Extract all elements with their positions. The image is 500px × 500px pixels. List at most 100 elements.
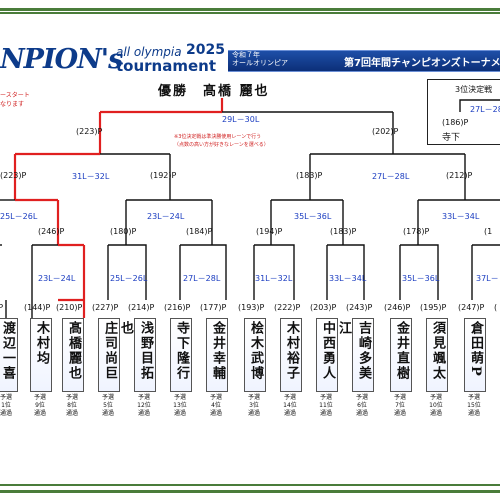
r1-lanes-7: 37L－ — [476, 274, 499, 283]
semi-score-4: (212)P — [446, 171, 473, 180]
player-name: 髙橋麗也 — [66, 321, 81, 381]
player-card: 須見颯太 — [426, 318, 448, 392]
bottom-border — [0, 490, 500, 493]
banner-small-text: 令和７年 オールオリンピア — [232, 51, 288, 67]
bottom-border-inner — [0, 484, 500, 486]
r1-lanes-3: 27L－28L — [183, 274, 221, 283]
player-score: (214)P — [128, 303, 155, 312]
qf-lanes-4: 33L－34L — [442, 212, 480, 221]
player-score: (246)P — [384, 303, 411, 312]
player-score: ( — [494, 303, 498, 312]
third-place-name: 寺下 — [442, 133, 461, 143]
player-card: 渡辺一喜 — [0, 318, 18, 392]
qf-lanes-1: 25L－26L — [0, 212, 38, 221]
top-border-inner — [0, 12, 500, 14]
player-card: 浅野目拓也 — [118, 318, 156, 392]
player-score: (216)P — [164, 303, 191, 312]
qf-score-3: (184)P — [186, 227, 213, 236]
player-score: (144)P — [24, 303, 51, 312]
player-card: 木村裕子 — [280, 318, 302, 392]
player-score: (195)P — [420, 303, 447, 312]
left-note-1: ースタート — [0, 92, 30, 99]
player-score: (177)P — [200, 303, 227, 312]
player-score: (210)P — [56, 303, 83, 312]
player-name: 倉田萌P — [468, 321, 483, 378]
player-name: 金井直樹 — [394, 321, 409, 381]
player-name: 寺下隆行 — [174, 321, 189, 381]
player-name: 浅野目拓也 — [118, 321, 153, 381]
final-left-score: (223)P — [76, 127, 103, 136]
player-card: 庄司尚巨 — [98, 318, 120, 392]
banner-era: 令和７年 — [232, 51, 260, 59]
qf-score-5: (183)P — [330, 227, 357, 236]
note-line-2: （点数の高い方が好きなレーンを選べる） — [174, 142, 269, 148]
player-name: 庄司尚巨 — [102, 321, 117, 381]
player-score: (222)P — [274, 303, 301, 312]
player-card: 桧木武博 — [244, 318, 266, 392]
title-banner — [228, 50, 500, 72]
semi-score-2: (192)P — [150, 171, 177, 180]
tournament-title: 第7回年間チャンピオンズトーナメント — [344, 58, 500, 69]
player-score: (193)P — [238, 303, 265, 312]
final-right-score: (202)P — [372, 127, 399, 136]
third-place-score: (186)P — [442, 118, 469, 127]
semi-left-lanes: 31L－32L — [72, 172, 110, 181]
player-score: 7)P — [0, 303, 4, 312]
player-name: 金井幸輔 — [210, 321, 225, 381]
player-score: (247)P — [458, 303, 485, 312]
player-score: (203)P — [310, 303, 337, 312]
player-card: 金井幸輔 — [206, 318, 228, 392]
player-score: (227)P — [92, 303, 119, 312]
player-score: (243)P — [346, 303, 373, 312]
note-line-1: ※3位決定戦は準決勝使用レーンで行う — [174, 134, 262, 140]
player-name: 木村均 — [34, 321, 49, 366]
qf-lanes-3: 35L－36L — [294, 212, 332, 221]
year-label: 2025 — [186, 42, 225, 58]
left-note-2: なります — [0, 101, 25, 108]
qf-score-7: (1 — [484, 227, 493, 236]
player-name: 吉崎多美江 — [336, 321, 371, 381]
semi-score-1: (223)P — [0, 171, 27, 180]
third-place-lanes: 27L－28L — [470, 105, 500, 114]
banner-venue: オールオリンピア — [232, 59, 288, 67]
r1-lanes-2: 25L－26L — [110, 274, 148, 283]
semi-score-3: (183)P — [296, 171, 323, 180]
player-card: 金井直樹 — [390, 318, 412, 392]
player-card: 吉崎多美江 — [336, 318, 374, 392]
qf-lanes-2: 23L－24L — [147, 212, 185, 221]
player-card: 木村均 — [30, 318, 52, 392]
player-card: 寺下隆行 — [170, 318, 192, 392]
logo-subtitle-2: tournament — [116, 57, 217, 75]
semi-right-lanes: 27L－28L — [372, 172, 410, 181]
top-border — [0, 0, 500, 11]
player-name: 中西勇人 — [320, 321, 335, 381]
r1-lanes-1: 23L－24L — [38, 274, 76, 283]
player-name: 桧木武博 — [248, 321, 263, 381]
final-lanes: 29L－30L — [222, 115, 260, 124]
qf-score-4: (194)P — [256, 227, 283, 236]
r1-lanes-5: 33L－34L — [329, 274, 367, 283]
r1-lanes-4: 31L－32L — [255, 274, 293, 283]
qf-score-1: (246)P — [38, 227, 65, 236]
player-name: 木村裕子 — [284, 321, 299, 381]
third-place-box — [427, 79, 500, 145]
third-place-title: 3位決定戦 — [455, 85, 493, 94]
logo-text: NPION's — [0, 44, 123, 75]
player-name: 渡辺一喜 — [0, 321, 15, 381]
player-name: 須見颯太 — [430, 321, 445, 381]
winner-label: 優勝 髙橋 麗也 — [158, 84, 270, 99]
